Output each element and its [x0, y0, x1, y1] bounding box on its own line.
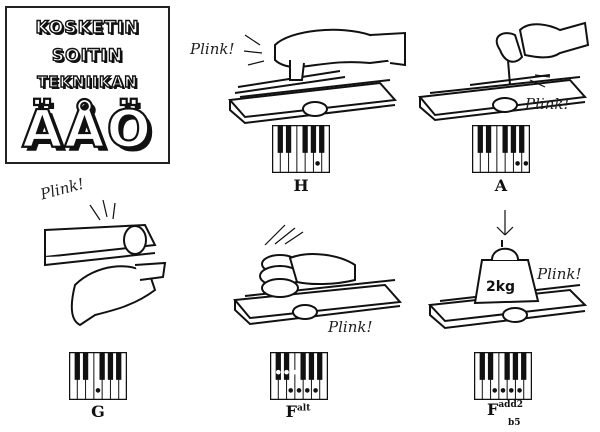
weight-label: 2kg	[486, 279, 515, 295]
chord-label-a: A	[494, 176, 508, 195]
plink-falt: Plink!	[328, 318, 373, 336]
title-line-3: TEKNIIKAN	[36, 72, 138, 91]
pressed-key-dot	[515, 161, 520, 166]
plink-fadd: Plink!	[537, 265, 582, 283]
pressed-key-dot	[315, 161, 320, 166]
pressed-key-dot	[313, 388, 318, 393]
illustration-falt	[233, 224, 403, 326]
keyboard-a	[472, 125, 530, 173]
title-big: ÄÅÖ	[21, 100, 153, 160]
chord-label-falt: Falt	[285, 402, 311, 421]
black-key	[477, 125, 483, 153]
pressed-key-dot	[288, 388, 294, 393]
black-key	[504, 352, 510, 380]
keyboard-g	[69, 352, 127, 400]
black-key	[485, 125, 492, 153]
black-key	[277, 125, 283, 153]
keyboard-falt	[270, 352, 328, 400]
black-key	[82, 352, 89, 380]
black-key	[310, 125, 317, 153]
pressed-key-dot	[304, 388, 310, 393]
black-key	[74, 352, 80, 380]
illustration-a	[418, 21, 590, 122]
plink-a: Plink!	[525, 95, 570, 113]
title-line-1: KOSKETIN	[35, 17, 140, 38]
pressed-key-dot	[517, 388, 522, 393]
chord-label-h: H	[293, 176, 309, 195]
black-key	[285, 125, 292, 153]
black-key	[300, 352, 306, 380]
pressed-key-dot	[275, 369, 281, 375]
illustration-h	[227, 28, 406, 125]
black-key	[308, 352, 315, 380]
black-key	[116, 352, 122, 380]
illustration-g	[44, 199, 167, 327]
black-key	[302, 125, 308, 153]
chord-label-g: G	[91, 402, 105, 421]
pressed-key-dot	[292, 369, 298, 375]
black-key	[510, 125, 517, 153]
keyboard-fadd	[474, 352, 532, 400]
black-key	[317, 352, 323, 380]
chord-label-fadd: Fadd2	[486, 399, 524, 419]
pressed-key-dot	[296, 388, 302, 393]
pressed-key-dot	[492, 388, 498, 393]
chord-sub-fadd: b5	[508, 418, 521, 428]
illustration-fadd: 2kg	[427, 210, 588, 330]
black-key	[99, 352, 105, 380]
keyboard-h	[272, 125, 330, 173]
black-key	[487, 352, 494, 380]
pressed-key-dot	[500, 388, 506, 393]
title-line-2: SOITIN	[51, 45, 124, 66]
title-box: KOSKETIN SOITIN TEKNIIKAN ÄÅÖ	[5, 6, 170, 164]
pressed-key-dot	[523, 161, 529, 166]
black-key	[283, 352, 290, 380]
black-key	[319, 125, 325, 153]
plink-h: Plink!	[190, 40, 235, 58]
black-key	[479, 352, 485, 380]
black-key	[275, 352, 281, 380]
black-key	[107, 352, 114, 380]
black-key	[502, 125, 508, 153]
pressed-key-dot	[284, 369, 289, 375]
black-key	[521, 352, 527, 380]
black-key	[519, 125, 525, 153]
pressed-key-dot	[95, 388, 101, 393]
pressed-key-dot	[508, 388, 514, 393]
black-key	[512, 352, 519, 380]
